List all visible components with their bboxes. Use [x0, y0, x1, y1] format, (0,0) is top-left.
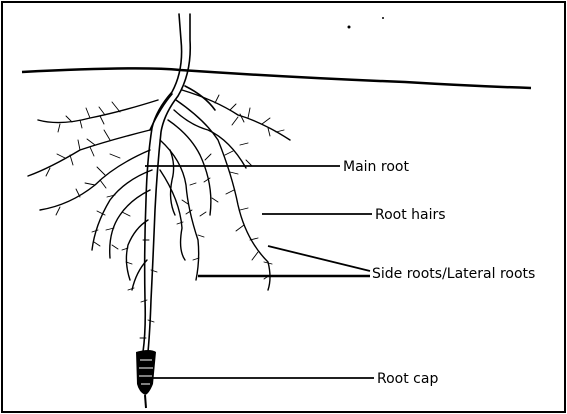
lateral-roots [28, 90, 290, 290]
leader-lines [145, 166, 374, 378]
label-side-roots: Side roots/Lateral roots [372, 266, 535, 282]
soil-line [22, 68, 531, 88]
leader-side-root-1 [268, 246, 370, 271]
root-cap [136, 350, 156, 408]
label-root-hairs: Root hairs [375, 207, 446, 223]
speck [382, 17, 384, 19]
speck [348, 26, 351, 29]
root-hairs [46, 95, 284, 338]
label-root-cap: Root cap [377, 371, 438, 387]
main-root [143, 14, 215, 352]
label-main-root: Main root [343, 159, 409, 175]
